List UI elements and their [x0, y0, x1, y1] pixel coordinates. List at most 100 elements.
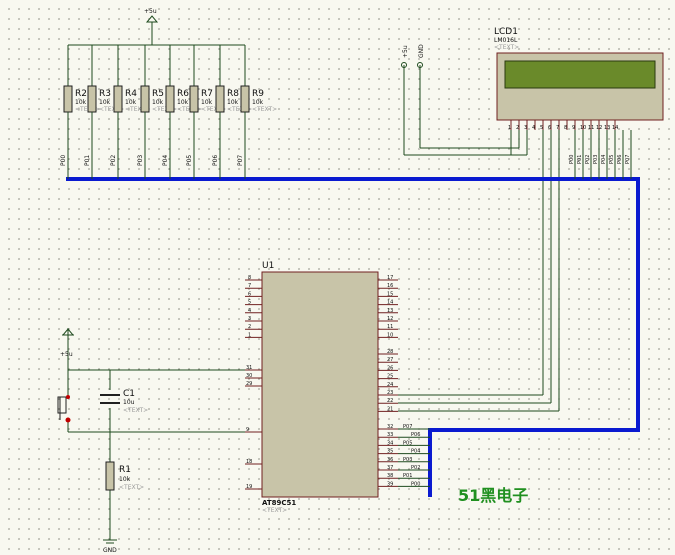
resistor-value: 10k [99, 99, 111, 106]
mcu-p2-pin-number: 26 [387, 365, 393, 371]
mcu-left-pin-number: 5 [248, 300, 251, 306]
resistor-value: 10k [252, 99, 264, 106]
mcu-p0-net-label: P01 [403, 473, 412, 479]
mcu-p0-pin-number: 38 [387, 473, 393, 479]
lcd-pin-number: 12 [596, 125, 602, 131]
lcd-pin-number: 9 [572, 125, 575, 131]
capacitor-c1: C1 10u <TEXT> [100, 389, 148, 414]
lcd-vcc-label: +5u [402, 45, 409, 58]
lcd-data-net-label: P02 [585, 155, 591, 164]
mcu-left-pin-number: 8 [248, 275, 251, 281]
mcu-u1: U1 AT89C51 <TEXT> [261, 261, 379, 514]
lcd-pin-number: 11 [588, 125, 594, 131]
mcu-p3-pin-number: 15 [387, 291, 393, 297]
mcu-left-pin-number: 3 [248, 316, 251, 322]
reset-switch [57, 395, 71, 423]
mcu-p3-pin-number: 17 [387, 275, 393, 281]
resistor-text-placeholder: <TEXT> [99, 106, 124, 113]
resistor-ref: R6 [177, 89, 189, 99]
resistor-net-label: P04 [162, 155, 169, 166]
mcu-p0-net-label: P00 [411, 481, 420, 487]
resistor-value: 10k [125, 99, 137, 106]
mcu-p0-net-label: P04 [411, 449, 420, 455]
resistor-ref: R3 [99, 89, 111, 99]
lcd-data-net-label: P07 [625, 155, 631, 164]
lcd-pin-number: 1 [508, 125, 511, 131]
lcd-ref: LCD1 [494, 27, 518, 37]
lcd-module: LCD1 LM016L <TEXT> [494, 27, 664, 121]
resistor-ref: R4 [125, 89, 137, 99]
resistor-ref: R7 [201, 89, 213, 99]
r1-text-placeholder: <TEXT> [119, 484, 144, 491]
mcu-p3-pin-number: 12 [387, 316, 393, 322]
mcu-p0-net-label: P06 [411, 432, 420, 438]
ground-symbol: GND [103, 539, 117, 554]
resistor-body [113, 85, 123, 113]
c1-value: 10u [123, 399, 135, 406]
resistor-value: 10k [177, 99, 189, 106]
mcu-p3-pin-number: 14 [387, 300, 393, 306]
mcu-p0-pin-number: 39 [387, 481, 393, 487]
lcd-pin-number: 6 [548, 125, 551, 131]
watermark: 51黑电子 [458, 486, 528, 505]
power-top-label: +5u [144, 8, 157, 15]
resistor-text-placeholder: <TEXT> [152, 106, 177, 113]
lcd-data-net-label: P06 [617, 155, 623, 164]
resistor-body [215, 85, 225, 113]
mcu-left-pin-number: 2 [248, 324, 251, 330]
lcd-data-net-label: P05 [609, 155, 615, 164]
mcu-p2-pin-number: 27 [387, 357, 393, 363]
reset-power-symbol: +5u [60, 328, 75, 358]
resistor-value: 10k [201, 99, 213, 106]
mcu-ctrl-pin-number: 18 [246, 459, 252, 465]
resistor-ref: R2 [75, 89, 87, 99]
power-terminal-top: +5u [144, 8, 159, 23]
resistor-net-label: P01 [84, 155, 91, 166]
r1-ref: R1 [119, 465, 131, 475]
mcu-p0-pin-number: 34 [387, 440, 393, 446]
lcd-pin-number: 13 [604, 125, 610, 131]
resistor-net-label: P00 [60, 155, 67, 166]
resistor-body [165, 85, 175, 113]
mcu-part: AT89C51 [262, 499, 296, 507]
resistor-ref: R9 [252, 89, 264, 99]
lcd-pin-number: 10 [580, 125, 586, 131]
resistor-ref: R8 [227, 89, 239, 99]
lcd-pin-number: 7 [556, 125, 559, 131]
mcu-p0-pin-number: 35 [387, 449, 393, 455]
resistor-net-label: P02 [110, 155, 117, 166]
lcd-data-net-label: P00 [569, 155, 575, 164]
resistor-value: 10k [227, 99, 239, 106]
mcu-p3-pin-number: 11 [387, 324, 393, 330]
resistor-net-label: P05 [186, 155, 193, 166]
resistor-body [189, 85, 199, 113]
mcu-p0-pin-number: 37 [387, 465, 393, 471]
mcu-p0-net-label: P03 [403, 457, 412, 463]
mcu-p3-pin-number: 10 [387, 332, 393, 338]
resistor-text-placeholder: <TEXT> [201, 106, 226, 113]
mcu-p0-net-label: P05 [403, 440, 412, 446]
mcu-left-pin-number: 7 [248, 283, 251, 289]
resistor-body [140, 85, 150, 113]
r1-value: 10k [119, 476, 131, 483]
lcd-pin-number: 4 [532, 125, 535, 131]
mcu-left-pin-number: 4 [248, 308, 251, 314]
mcu-ref: U1 [262, 261, 274, 271]
mcu-ctrl-pin-number: 30 [246, 373, 252, 379]
mcu-p2-pin-number: 23 [387, 390, 393, 396]
mcu-p0-net-label: P02 [411, 465, 420, 471]
mcu-p3-pin-number: 16 [387, 283, 393, 289]
mcu-left-pin-number: 6 [248, 291, 251, 297]
c1-text-placeholder: <TEXT> [123, 407, 148, 414]
mcu-p2-pin-number: 21 [387, 406, 393, 412]
lcd-power-terminals: +5u GND [401, 44, 425, 68]
c1-ref: C1 [123, 389, 135, 399]
resistor-ref: R5 [152, 89, 164, 99]
resistor-body [87, 85, 97, 113]
mcu-p2-pin-number: 25 [387, 374, 393, 380]
mcu-p3-pin-number: 13 [387, 308, 393, 314]
lcd-gnd-label: GND [418, 44, 425, 58]
lcd-pin-number: 14 [612, 125, 618, 131]
mcu-left-pin-number: 1 [248, 332, 251, 338]
